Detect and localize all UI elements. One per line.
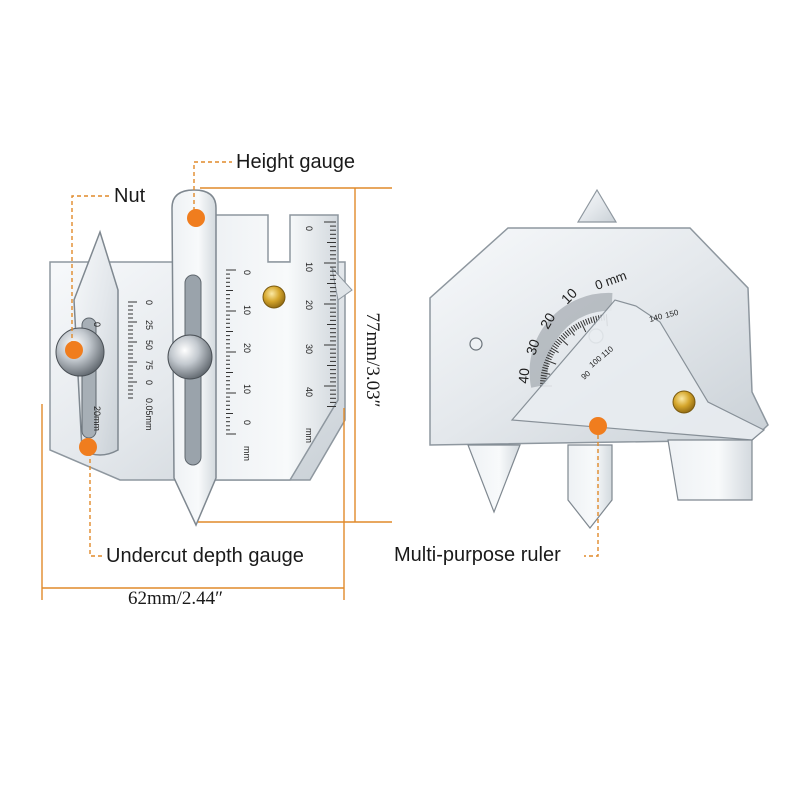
marker-nut <box>65 341 83 359</box>
angle-scale-150: 150 <box>664 308 680 320</box>
dimension-width-label: 62mm/2.44″ <box>128 588 223 609</box>
scale-vertical-30: 30 <box>304 344 314 354</box>
angle-scale-140: 140 <box>648 312 664 324</box>
leader-multi-purpose <box>584 428 599 557</box>
scale-tick <box>566 329 572 335</box>
marker-height-gauge <box>187 209 205 227</box>
scale-tick <box>553 342 560 348</box>
scale-tick <box>558 336 569 346</box>
scale-inner-20: 20 <box>242 343 252 353</box>
scale-tick <box>552 345 558 350</box>
scale-slot-0: 0 <box>92 322 102 327</box>
callout-undercut-depth-gauge: Undercut depth gauge <box>106 545 304 567</box>
scale-slot-20: 20mm <box>92 406 102 431</box>
scale-inner-0b: 0 <box>242 420 252 425</box>
bridge-cam-gauge: 0 10 20 30 40 mm 0 10 20 10 0 mm 0 25 50… <box>49 189 353 527</box>
scale-tick <box>585 318 589 325</box>
scale-frac-25: 25 <box>144 320 154 330</box>
scale-tick <box>580 320 587 333</box>
scale-tick <box>570 326 576 332</box>
middle-leg <box>567 444 613 529</box>
scale-frac-75: 75 <box>144 360 154 370</box>
callout-leaders <box>71 161 599 557</box>
scale-tick <box>545 356 552 361</box>
scale-tick <box>562 332 568 339</box>
scale-tick <box>542 366 549 370</box>
pivot-hole-left <box>469 337 483 351</box>
brass-rivet-left <box>262 285 286 309</box>
scale-vertical-10: 10 <box>304 262 314 272</box>
scale-frac-0: 0 <box>144 300 154 305</box>
scale-inner-mm: mm <box>242 446 252 461</box>
left-pointed-leg <box>467 444 521 514</box>
leader-undercut <box>89 445 102 557</box>
scale-inner-0: 0 <box>242 270 252 275</box>
gauge-main-body <box>211 214 339 481</box>
callout-multi-purpose-ruler: Multi-purpose ruler <box>394 544 561 566</box>
depth-scale-40: 40 <box>515 367 532 384</box>
scale-vertical-40: 40 <box>304 387 314 397</box>
scale-tick <box>577 322 582 328</box>
scale-tick <box>556 338 563 344</box>
depth-scale-20: 20 <box>537 310 559 332</box>
scale-tick <box>540 374 547 377</box>
multi-purpose-gauge: 0 mm 10 20 30 40 90 100 110 140 150 <box>429 188 769 529</box>
scale-tick <box>541 372 551 375</box>
scale-vertical-0: 0 <box>304 226 314 231</box>
scale-tick <box>575 323 580 330</box>
scale-tick <box>590 317 593 324</box>
depth-scale-30: 30 <box>523 337 543 357</box>
marker-undercut <box>79 438 97 456</box>
dimension-height-label: 77mm/3.03″ <box>362 312 383 408</box>
callout-markers <box>65 209 607 456</box>
scale-tick <box>541 369 548 372</box>
scale-tick <box>568 327 575 336</box>
scale-tick <box>548 351 554 356</box>
right-leg <box>667 439 753 501</box>
callout-height-gauge: Height gauge <box>236 151 355 173</box>
gauge-top-spike <box>576 188 618 223</box>
scale-tick <box>555 340 561 346</box>
scale-vertical-20: 20 <box>304 300 314 310</box>
scale-tick <box>543 361 550 365</box>
scale-tick <box>550 347 559 354</box>
scale-frac-50: 50 <box>144 340 154 350</box>
angle-pointer-wedge <box>510 299 766 441</box>
scale-tick <box>540 377 547 380</box>
scale-inner-10: 10 <box>242 305 252 315</box>
marker-multi-purpose <box>589 417 607 435</box>
scale-tick <box>549 349 556 354</box>
scale-tick <box>587 317 591 324</box>
scale-tick <box>573 324 578 331</box>
leader-nut <box>71 195 110 345</box>
brass-rivet-right <box>672 390 696 414</box>
scale-tick <box>560 334 566 340</box>
dimension-lines <box>41 187 392 600</box>
scale-tick <box>543 364 550 368</box>
scale-tick <box>546 354 553 358</box>
scale-tick <box>582 319 586 326</box>
nut-knob-right <box>167 334 213 380</box>
scale-tick <box>544 359 557 365</box>
leader-height-gauge <box>193 161 232 218</box>
scale-frac-0b: 0 <box>144 380 154 385</box>
scale-tick <box>564 331 570 337</box>
depth-arc-scale <box>529 292 613 388</box>
scale-frac-005: 0.05mm <box>144 398 154 431</box>
callout-nut: Nut <box>114 185 146 207</box>
scale-inner-10b: 10 <box>242 384 252 394</box>
scale-vertical-mm: mm <box>304 428 314 443</box>
